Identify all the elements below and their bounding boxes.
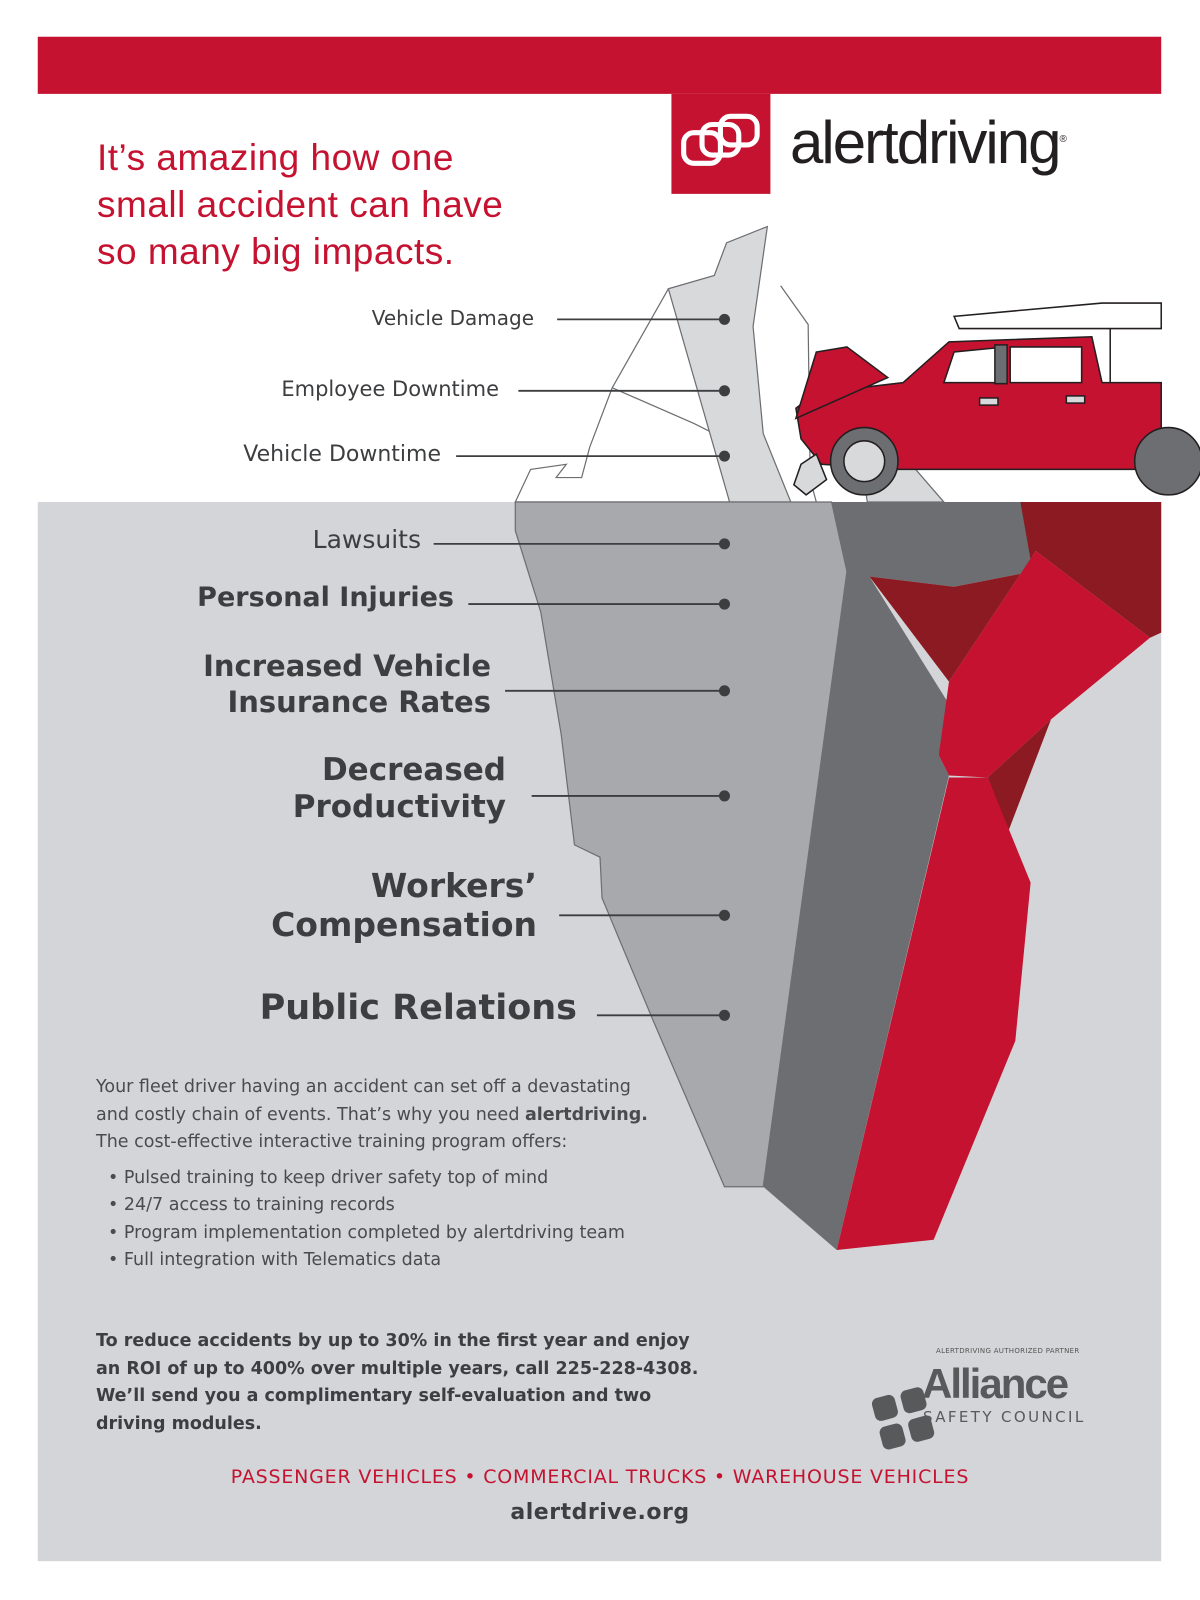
headline-line: It’s amazing how one [97, 137, 454, 178]
feature-list: Pulsed training to keep driver safety to… [96, 1165, 656, 1275]
intro-text: Your fleet driver having an accident can… [96, 1077, 631, 1125]
headline-line: small accident can have [97, 184, 504, 225]
feature-item: Program implementation completed by aler… [108, 1220, 656, 1248]
label-line: Insurance Rates [227, 685, 491, 719]
impact-connectors [433, 313, 730, 1021]
impact-vehicle-downtime: Vehicle Downtime [243, 442, 441, 467]
top-red-bar [37, 36, 1162, 94]
intro-brand: alertdriving. [525, 1104, 648, 1125]
brand-name: alertdriving [790, 109, 1061, 176]
label-line: Workers’ [370, 866, 537, 905]
headline-line: so many big impacts. [97, 231, 455, 272]
impact-lawsuits: Lawsuits [312, 525, 421, 554]
label-line: Productivity [292, 789, 506, 825]
alertdriving-logo-mark [671, 93, 771, 194]
impact-workers-compensation: Workers’Compensation [271, 866, 537, 944]
alliance-logo-mark [871, 1387, 935, 1450]
body-text: Your fleet driver having an accident can… [96, 1074, 656, 1275]
intro-text: The cost-effective interactive training … [96, 1132, 568, 1152]
vehicle-categories: PASSENGER VEHICLES • COMMERCIAL TRUCKS •… [230, 1466, 970, 1488]
impact-personal-injuries: Personal Injuries [197, 582, 454, 613]
feature-item: Full integration with Telematics data [108, 1247, 656, 1275]
label-line: Increased Vehicle [203, 649, 491, 683]
alertdriving-wordmark: alertdriving® [790, 108, 1067, 177]
impact-employee-downtime: Employee Downtime [281, 377, 499, 401]
iceberg-underwater [514, 501, 1162, 1251]
call-to-action: To reduce accidents by up to 30% in the … [96, 1331, 699, 1434]
alliance-subtitle: SAFETY COUNCIL [923, 1408, 1086, 1426]
registered-mark: ® [1059, 134, 1067, 145]
partner-tag: ALERTDRIVING AUTHORIZED PARTNER [936, 1347, 1080, 1355]
feature-item: Pulsed training to keep driver safety to… [108, 1165, 656, 1193]
impact-vehicle-damage: Vehicle Damage [371, 306, 534, 330]
alliance-wordmark: Alliance [922, 1360, 1069, 1407]
impact-public-relations: Public Relations [259, 988, 577, 1028]
crashed-truck-illustration [792, 302, 1200, 496]
intro-paragraph: Your fleet driver having an accident can… [96, 1074, 656, 1157]
label-line: Decreased [321, 752, 506, 788]
label-line: Compensation [271, 905, 537, 944]
website-link[interactable]: alertdrive.org [510, 1500, 690, 1525]
feature-item: 24/7 access to training records [108, 1192, 656, 1220]
headline: It’s amazing how one small accident can … [97, 134, 503, 275]
